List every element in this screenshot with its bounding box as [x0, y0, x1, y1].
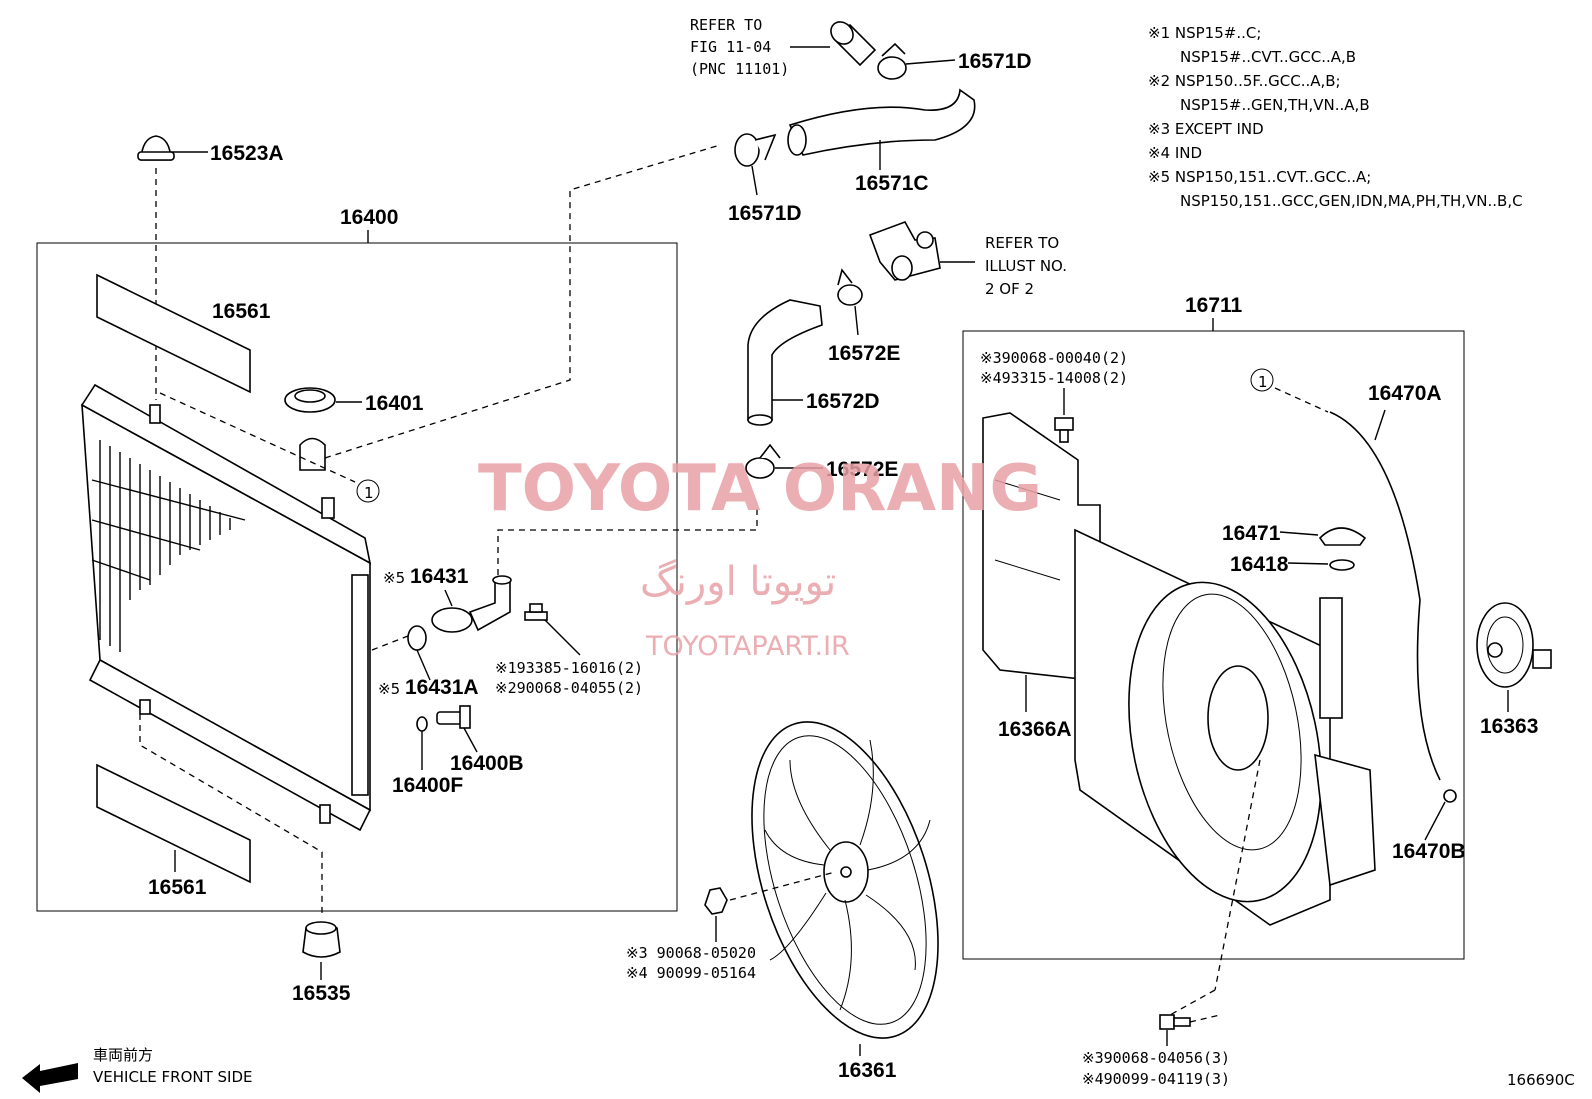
callout-16401: 16401 — [365, 392, 424, 415]
hose-clamp-16572E-mid-icon — [745, 443, 781, 479]
radiator-hose-16572D-icon — [747, 299, 823, 426]
bolt-90099-05164-label: ※4 90099-05164 — [626, 964, 756, 982]
vehicle-front-en: VEHICLE FRONT SIDE — [93, 1068, 253, 1086]
fan-nut-icon — [704, 887, 728, 915]
radiator-group-box — [36, 242, 678, 912]
application-notes: ※1 NSP15#..C; NSP15#..CVT..GCC..A,B ※2 N… — [1148, 24, 1523, 210]
callout-16572D: 16572D — [806, 390, 880, 413]
hose-clip-16470B-icon — [1443, 789, 1457, 803]
prefix-5-a: ※5 — [383, 569, 405, 587]
watermark-brand: TOYOTA ORANG — [478, 452, 1042, 526]
bolt-93315-label: ※493315-14008(2) — [980, 369, 1128, 387]
radiator-cap-16401-icon — [284, 387, 336, 413]
callout-16361: 16361 — [838, 1059, 897, 1082]
callout-16470A: 16470A — [1368, 382, 1442, 405]
note-line: NSP150,151..GCC,GEN,IDN,MA,PH,TH,VN..B,C — [1180, 192, 1523, 210]
radiator-seal-top-icon — [96, 273, 251, 394]
radiator-core-icon — [80, 383, 372, 832]
hose-clamp-16571D-top-icon — [877, 42, 907, 80]
mount-cushion-16535-icon — [302, 921, 341, 958]
bolt-90068-05020-label: ※3 90068-05020 — [626, 944, 756, 962]
callout-16418: 16418 — [1230, 553, 1289, 576]
callout-16470B: 16470B — [1392, 840, 1466, 863]
note-line: ※2 NSP150..5F..GCC..A,B; — [1148, 72, 1341, 90]
prefix-5-b: ※5 — [378, 680, 400, 698]
vehicle-front-arrow-icon — [22, 1063, 78, 1093]
ref-illust-line1: REFER TO — [985, 234, 1059, 252]
hose-clamp-16572E-top-icon — [837, 268, 863, 306]
callout-16363: 16363 — [1480, 715, 1538, 738]
callout-16571D-left: 16571D — [728, 202, 802, 225]
radiator-hose-16571C-icon — [787, 88, 976, 156]
ref-circle-1-a: 1 — [364, 484, 374, 502]
callout-16471: 16471 — [1222, 522, 1281, 545]
bolt-90068-00040-label: ※390068-00040(2) — [980, 349, 1128, 367]
fan-shroud-icon — [1074, 528, 1376, 926]
drain-plug-16400B-icon — [436, 705, 471, 729]
air-guide-16366A-icon — [982, 412, 1101, 681]
callout-16572E-mid: 16572E — [826, 458, 898, 481]
reservoir-gasket-16418-icon — [1329, 559, 1355, 571]
ref-fig-line2: FIG 11-04 — [690, 38, 771, 56]
ref-fig-line3: (PNC 11101) — [690, 60, 789, 78]
upper-hose-end-icon — [830, 21, 877, 67]
callout-16571C: 16571C — [855, 172, 929, 195]
bolt-93385-icon — [524, 603, 548, 621]
water-inlet-housing-icon — [868, 221, 941, 281]
ref-circle-1-b: 1 — [1258, 373, 1268, 391]
callout-16535: 16535 — [292, 982, 351, 1005]
note-line: ※1 NSP15#..C; — [1148, 24, 1261, 42]
callout-16431: 16431 — [410, 565, 469, 588]
vehicle-front-jp: 車両前方 — [93, 1046, 153, 1064]
watermark-site: TOYOTAPART.IR — [645, 631, 850, 662]
callout-16366A: 16366A — [998, 718, 1072, 741]
cooling-fan-16361-icon — [751, 721, 939, 1039]
callout-16561-top: 16561 — [212, 300, 271, 323]
fan-motor-16363-icon — [1476, 602, 1552, 688]
bolt-90068-04055-label: ※290068-04055(2) — [495, 679, 643, 697]
diagram-id: 166690C — [1507, 1071, 1575, 1089]
bolt-90099-04119-label: ※490099-04119(3) — [1082, 1070, 1230, 1088]
shroud-bolt-icon — [1054, 417, 1074, 443]
ref-fig-line1: REFER TO — [690, 16, 762, 34]
callout-16571D-top: 16571D — [958, 50, 1032, 73]
reservoir-cap-16471-icon — [1318, 527, 1367, 546]
shroud-bottom-bolt-icon — [1159, 1014, 1191, 1030]
callout-16400F: 16400F — [392, 774, 463, 797]
callout-16400B: 16400B — [450, 752, 524, 775]
overflow-hose-16470A-icon — [1329, 411, 1441, 781]
bolt-93385-label: ※193385-16016(2) — [495, 659, 643, 677]
note-line: NSP15#..GEN,TH,VN..A,B — [1180, 96, 1370, 114]
callout-16561-bottom: 16561 — [148, 876, 207, 899]
note-line: ※5 NSP150,151..CVT..GCC..A; — [1148, 168, 1371, 186]
o-ring-16431A-icon — [407, 625, 427, 651]
drain-cap-16523A-icon — [137, 135, 175, 161]
callout-16711: 16711 — [1185, 294, 1243, 317]
callout-16523A: 16523A — [210, 142, 284, 165]
ref-illust-line2: ILLUST NO. — [985, 257, 1067, 275]
watermark-persian: تویوتا اورنگ — [640, 559, 836, 605]
callout-16431A: 16431A — [405, 676, 479, 699]
callout-16400: 16400 — [340, 206, 398, 229]
bolt-90068-04056-label: ※390068-04056(3) — [1082, 1049, 1230, 1067]
callout-16572E-top: 16572E — [828, 342, 900, 365]
note-line: ※4 IND — [1148, 144, 1202, 162]
radiator-seal-bottom-icon — [96, 763, 251, 884]
ref-illust-line3: 2 OF 2 — [985, 280, 1034, 298]
radiator-outlet-16431-icon — [431, 575, 512, 633]
hose-clamp-16571D-left-icon — [734, 133, 777, 167]
note-line: ※3 EXCEPT IND — [1148, 120, 1264, 138]
gasket-16400F-icon — [416, 716, 428, 732]
note-line: NSP15#..CVT..GCC..A,B — [1180, 48, 1356, 66]
